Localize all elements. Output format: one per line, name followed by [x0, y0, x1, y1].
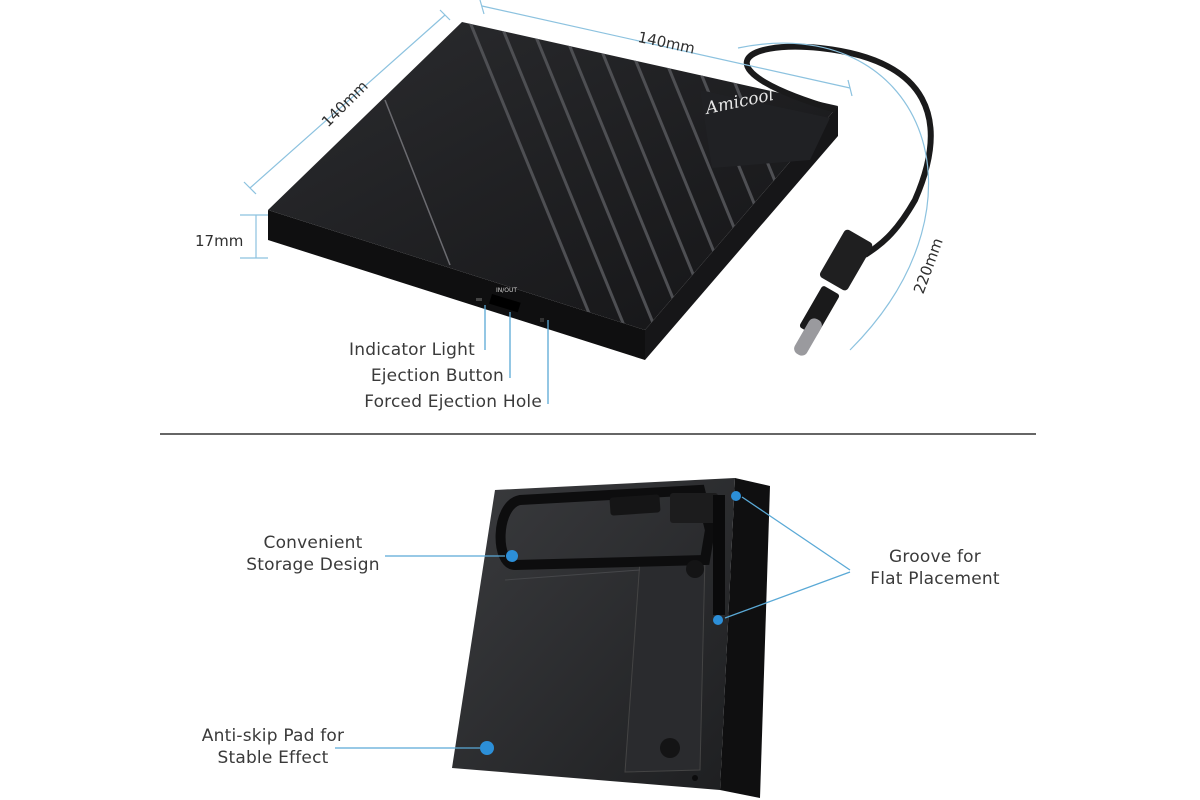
storage-marker: [506, 550, 518, 562]
label-groove-line1: Groove for: [889, 547, 981, 567]
groove-marker-bottom: [713, 615, 723, 625]
eject-button-label: IN/OUT: [496, 287, 517, 294]
label-anti-skip-pad: Anti-skip Pad for Stable Effect: [188, 725, 358, 769]
groove-marker-top: [731, 491, 741, 501]
label-storage-line1: Convenient: [263, 533, 363, 553]
label-groove: Groove for Flat Placement: [860, 546, 1010, 590]
label-pad-line1: Anti-skip Pad for: [201, 726, 345, 746]
pad-marker: [480, 741, 494, 755]
top-panel-divider: [384, 99, 451, 266]
dimension-height: 17mm: [195, 232, 244, 250]
indicator-light: [476, 298, 482, 301]
drive-bottom-view: [452, 478, 770, 798]
label-forced-ejection-hole: Forced Ejection Hole: [364, 392, 542, 412]
usb-c-connector: [794, 318, 822, 356]
label-indicator-light: Indicator Light: [349, 340, 475, 360]
label-groove-line2: Flat Placement: [870, 569, 1000, 589]
dimension-lines: [240, 0, 930, 351]
bottom-leader-lines: [335, 496, 851, 749]
label-ejection-button: Ejection Button: [370, 366, 504, 386]
usb-adapter: [819, 229, 873, 291]
label-storage-line2: Storage Design: [246, 555, 380, 575]
foot: [660, 738, 680, 758]
usb-cable: [743, 43, 934, 356]
top-leader-lines: [484, 305, 549, 404]
cable-storage-channel: [495, 484, 716, 571]
drive-top-view: Amicool IN/OUT: [268, 22, 838, 360]
label-pad-line2: Stable Effect: [217, 748, 329, 768]
forced-eject-hole: [540, 318, 544, 322]
foot: [686, 560, 704, 578]
label-storage-design: Convenient Storage Design: [238, 532, 388, 576]
groove-slot: [713, 495, 725, 615]
